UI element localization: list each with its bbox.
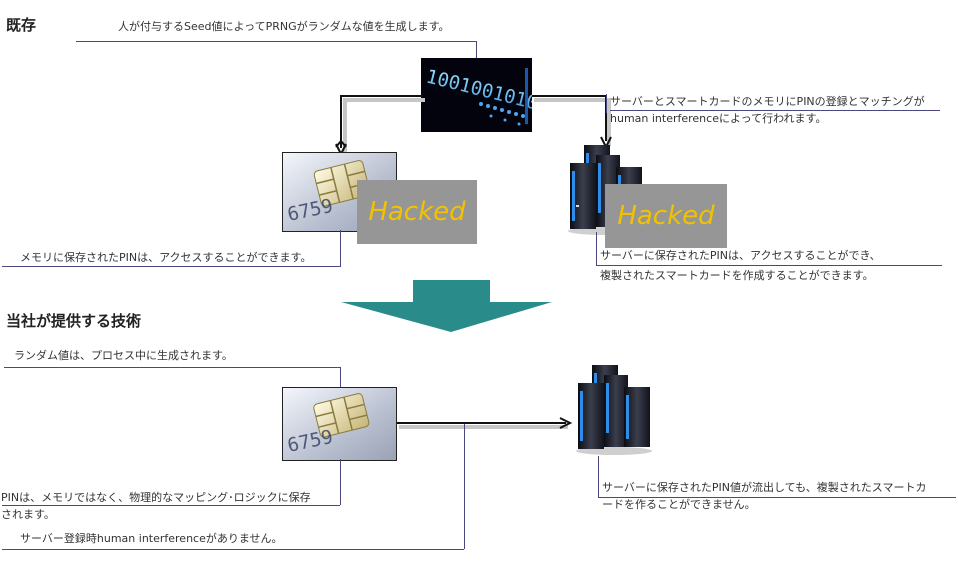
current-server-caption-underline xyxy=(610,110,940,111)
transition-arrow xyxy=(341,280,552,332)
server-hacked-caption-line2: 複製されたスマートカードを作成することができます。 xyxy=(600,269,874,282)
server-hacked-caption-underline xyxy=(596,265,942,266)
seed-caption-leader xyxy=(476,41,477,58)
binary-digits-graphic: 1001001010100101 xyxy=(424,66,532,132)
proposed-server-caption-line1: サーバーに保存されたPIN値が流出しても、複製されたスマートカ xyxy=(602,481,927,494)
pin-caption-line1: PINは、メモリではなく、物理的なマッピング･ロジックに保存 xyxy=(1,491,311,504)
proposed-heading: 当社が提供する技術 xyxy=(6,312,142,330)
smart-card-graphic-proposed: 6759 xyxy=(283,388,396,460)
server-rack-image-proposed xyxy=(576,365,652,455)
no-human-caption-underline xyxy=(2,549,464,550)
pin-caption-line2: されます。 xyxy=(1,508,55,521)
hacked-label-server: Hacked xyxy=(605,184,727,248)
random-caption-leader xyxy=(340,367,341,387)
pin-caption-underline xyxy=(2,505,340,506)
current-server-caption-line2: human interferenceによって行われます。 xyxy=(610,112,827,125)
server-hacked-caption-leader xyxy=(596,232,597,265)
no-human-caption: サーバー登録時human interferenceがありません。 xyxy=(20,532,283,545)
prng-binary-image: 1001001010100101 xyxy=(421,58,532,132)
server-caption-leader xyxy=(606,94,607,113)
seed-caption: 人が付与するSeed値によってPRNGがランダムな値を生成します。 xyxy=(118,20,450,33)
random-caption: ランダム値は、プロセス中に生成されます。 xyxy=(14,349,233,362)
current-server-caption-line1: サーバーとスマートカードのメモリにPINの登録とマッチングが xyxy=(610,95,925,108)
proposed-server-caption-underline xyxy=(598,497,956,498)
smart-card-image-proposed: 6759 xyxy=(282,387,397,461)
card-caption: メモリに保存されたPINは、アクセスすることができます。 xyxy=(20,251,312,264)
server-unit-left xyxy=(570,163,596,229)
card-caption-leader xyxy=(340,230,341,267)
no-human-caption-leader xyxy=(464,424,465,549)
hacked-label-card: Hacked xyxy=(357,180,477,244)
proposed-server-caption-leader xyxy=(598,456,599,498)
pin-caption-leader xyxy=(340,459,341,505)
proposed-server-caption-line2: ードを作ることができません。 xyxy=(602,498,756,511)
server-unit-left-proposed xyxy=(578,383,604,449)
current-heading: 既存 xyxy=(6,16,37,34)
seed-caption-underline xyxy=(76,41,476,42)
server-hacked-caption-line1: サーバーに保存されたPINは、アクセスすることができ、 xyxy=(600,249,881,262)
card-caption-underline xyxy=(2,266,340,267)
random-caption-underline xyxy=(4,367,340,368)
server-unit-right-proposed xyxy=(624,387,650,447)
